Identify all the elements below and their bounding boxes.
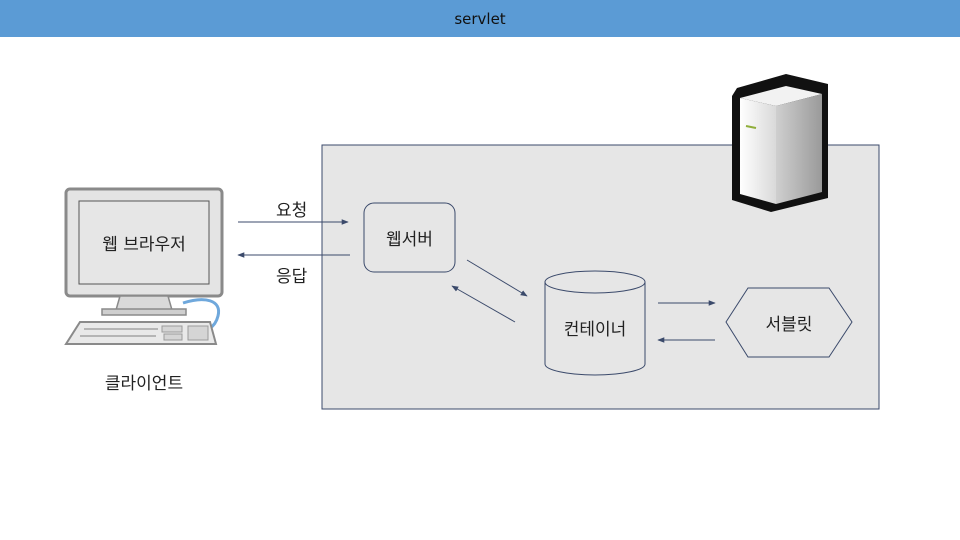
container-to-webserver-arrow [451, 285, 516, 323]
client-caption: 클라이언트 [104, 373, 184, 394]
container-cylinder [544, 270, 646, 376]
web-server-label: 웹서버 [386, 230, 433, 250]
request-label: 요청 [276, 201, 308, 221]
response-label: 응답 [276, 267, 308, 287]
server-tower-icon [732, 74, 828, 212]
webserver-to-container-arrow [466, 259, 528, 297]
container-label: 컨테이너 [563, 319, 627, 340]
monitor-screen-label: 웹 브라우저 [102, 235, 186, 255]
slide-title-bar: servlet [0, 0, 960, 37]
web-server-box [363, 202, 456, 273]
slide-title: servlet [454, 9, 506, 28]
servlet-label: 서블릿 [765, 315, 813, 335]
servlet-hexagon [725, 287, 853, 358]
desktop-computer-icon [64, 187, 224, 345]
